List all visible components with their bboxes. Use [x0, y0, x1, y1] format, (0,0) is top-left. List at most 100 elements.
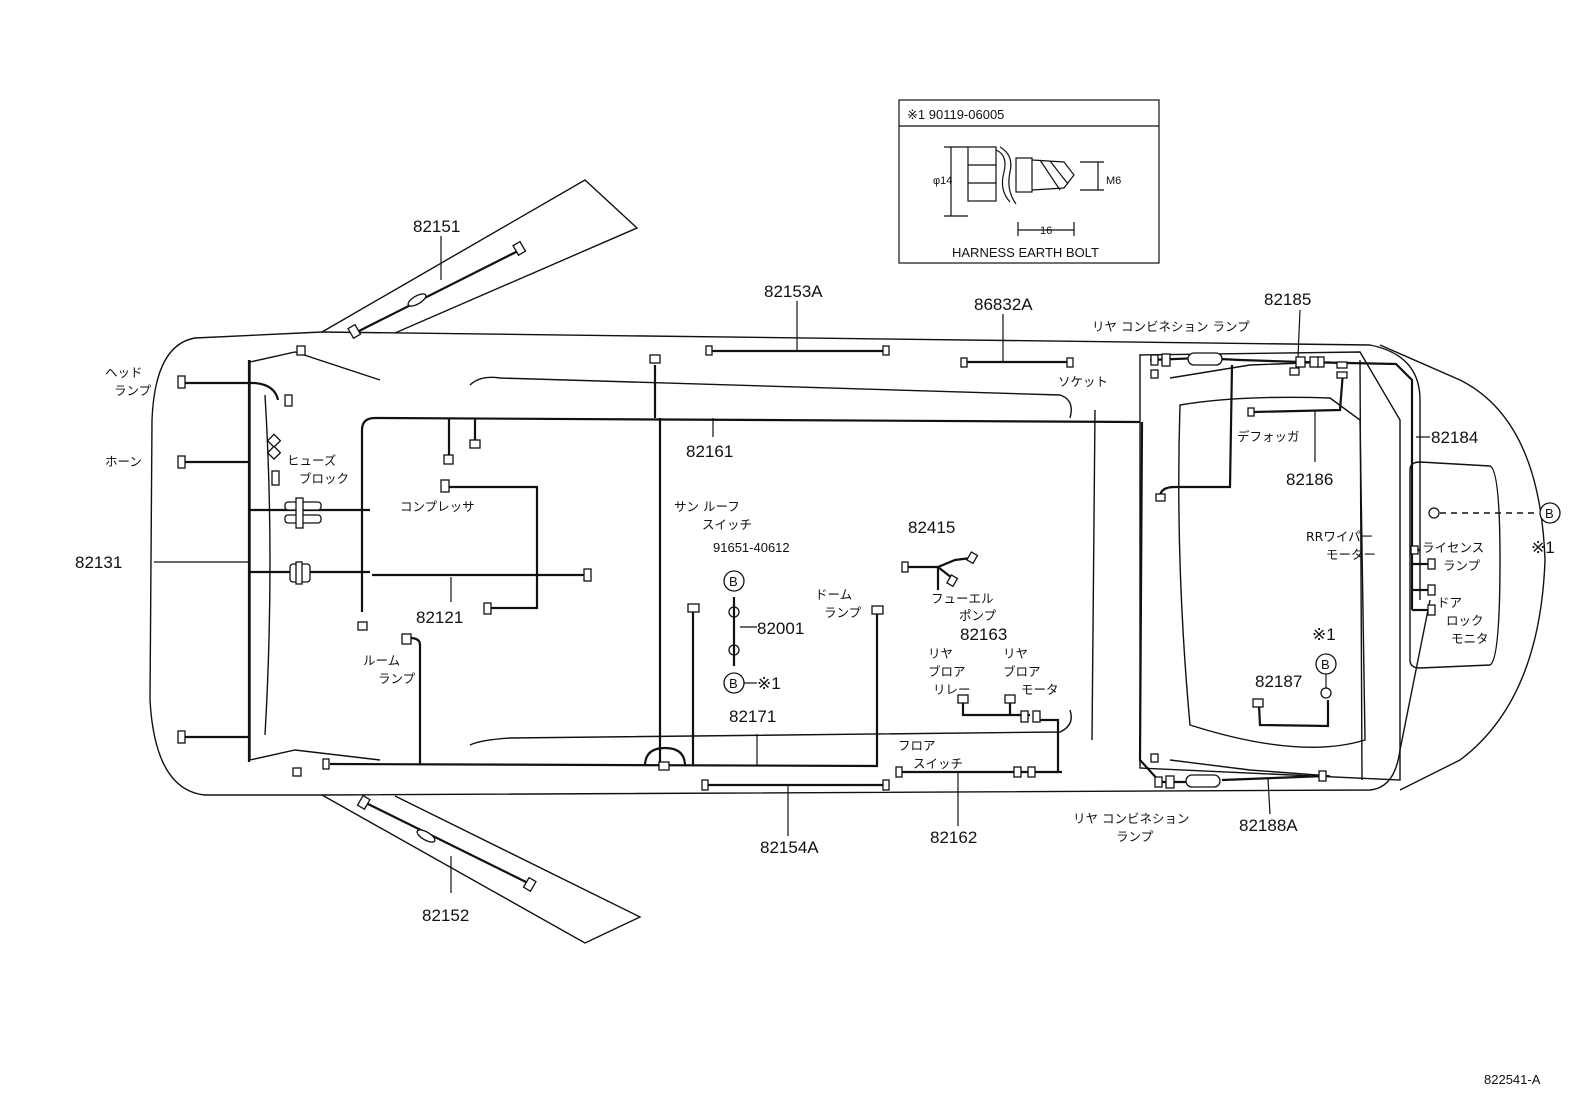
- connector: [1032, 710, 1041, 723]
- part-82151: 82151: [413, 217, 460, 236]
- b-markers: B B ※1 B ※1 B ※1: [723, 502, 1561, 694]
- earth-b-label: B: [729, 676, 738, 691]
- part-82162: 82162: [930, 828, 977, 847]
- part-82121: 82121: [416, 608, 463, 627]
- connector: [512, 240, 527, 257]
- connector: [483, 602, 492, 615]
- connector: [658, 761, 670, 771]
- connector: [1027, 766, 1036, 778]
- connector: [871, 605, 884, 615]
- dim-thread: M6: [1106, 175, 1121, 187]
- grommet: [416, 829, 436, 843]
- connector: [443, 454, 454, 465]
- connector: [356, 794, 371, 811]
- connector: [1318, 770, 1327, 782]
- connector: [357, 621, 368, 631]
- earth-b-label: B: [1321, 657, 1330, 672]
- label-head-lamp-2: ランプ: [114, 383, 152, 398]
- earth-bolt-inset: ※1 90119-06005 φ14 M6 16 HARNESS EARTH B…: [898, 99, 1160, 264]
- connector: [1066, 357, 1074, 368]
- connector: [1317, 356, 1325, 368]
- connector: [177, 455, 186, 469]
- connector: [266, 433, 282, 448]
- connector: [440, 479, 450, 493]
- connector: [1150, 369, 1159, 379]
- earth-point: [1428, 507, 1440, 519]
- label-head-lamp-1: ヘッド: [105, 365, 143, 380]
- label-room-2: ランプ: [378, 671, 416, 686]
- connector: [296, 345, 306, 356]
- label-defogger: デフォッガ: [1237, 429, 1300, 444]
- part-82163: 82163: [960, 625, 1007, 644]
- connector: [1161, 353, 1171, 367]
- connector: [1165, 775, 1175, 789]
- connector: [1150, 354, 1159, 366]
- label-floor-2: スイッチ: [913, 756, 963, 771]
- connector: [271, 470, 280, 486]
- part-82187: 82187: [1255, 672, 1302, 691]
- part-82186: 82186: [1286, 470, 1333, 489]
- part-82152: 82152: [422, 906, 469, 925]
- connector: [177, 730, 186, 744]
- label-rr-relay-1: リヤ: [928, 646, 953, 661]
- inset-title: ※1 90119-06005: [907, 107, 1004, 122]
- label-dome-1: ドーム: [815, 587, 852, 602]
- connector: [1427, 604, 1436, 616]
- connector: [882, 345, 890, 356]
- label-rr-wiper-1: RRワイパー: [1306, 529, 1373, 544]
- earth-ref-label: ※1: [1312, 625, 1336, 644]
- part-82131: 82131: [75, 553, 122, 572]
- connector: [1336, 371, 1348, 379]
- part-82415: 82415: [908, 518, 955, 537]
- part-82001: 82001: [757, 619, 804, 638]
- connector: [295, 497, 304, 529]
- earth-b-label: B: [1545, 506, 1554, 521]
- part-82188A: 82188A: [1239, 816, 1298, 835]
- label-rear-combo-bot-1: リヤ コンビネション: [1073, 811, 1189, 826]
- inset-frame: [898, 99, 1160, 264]
- connector: [649, 354, 661, 364]
- earth-b-marker: [1539, 502, 1561, 524]
- label-rear-combo-top: リヤ コンビネション ランプ: [1092, 319, 1250, 334]
- earth-b-marker: [723, 570, 745, 592]
- connector: [1410, 545, 1419, 555]
- label-door-1: ドア: [1437, 595, 1462, 610]
- connector: [1252, 698, 1264, 708]
- leader-lines: [154, 236, 1430, 893]
- connector: [895, 766, 903, 778]
- connector: [966, 551, 979, 565]
- label-horn: ホーン: [105, 454, 142, 469]
- label-rr-motor-1: リヤ: [1003, 646, 1028, 661]
- label-rr-motor-2: ブロア: [1003, 664, 1041, 679]
- connector: [583, 568, 592, 582]
- connector: [1004, 694, 1016, 704]
- label-compressor: コンプレッサ: [400, 499, 475, 514]
- connector: [1427, 558, 1436, 570]
- label-rear-combo-bot-2: ランプ: [1116, 829, 1154, 844]
- label-sunroof-2: スイッチ: [702, 517, 752, 532]
- label-license-1: ライセンス: [1422, 540, 1484, 555]
- grommet: [407, 293, 427, 307]
- connector: [1020, 710, 1029, 723]
- grommet: [1187, 352, 1223, 366]
- dim-length: 16: [1040, 225, 1052, 237]
- connector: [522, 876, 537, 893]
- part-numbers: 82151 82152 82153A 86832A 82185 82184 82…: [75, 217, 1541, 1087]
- connector: [946, 574, 959, 588]
- label-fuel-2: ポンプ: [959, 608, 997, 623]
- connector: [292, 767, 302, 777]
- connector: [322, 758, 330, 770]
- connector: [177, 375, 186, 389]
- grommet: [1185, 774, 1221, 788]
- label-door-3: モニタ: [1451, 631, 1489, 646]
- connector: [1336, 361, 1348, 369]
- part-86832A: 86832A: [974, 295, 1033, 314]
- connector: [1427, 584, 1436, 596]
- connector: [284, 394, 293, 407]
- connector: [882, 779, 890, 791]
- earth-b-label: B: [729, 574, 738, 589]
- connector: [701, 779, 709, 791]
- label-rr-relay-2: ブロア: [928, 664, 966, 679]
- earth-bolt-icon: [967, 146, 1075, 205]
- connector: [960, 357, 968, 368]
